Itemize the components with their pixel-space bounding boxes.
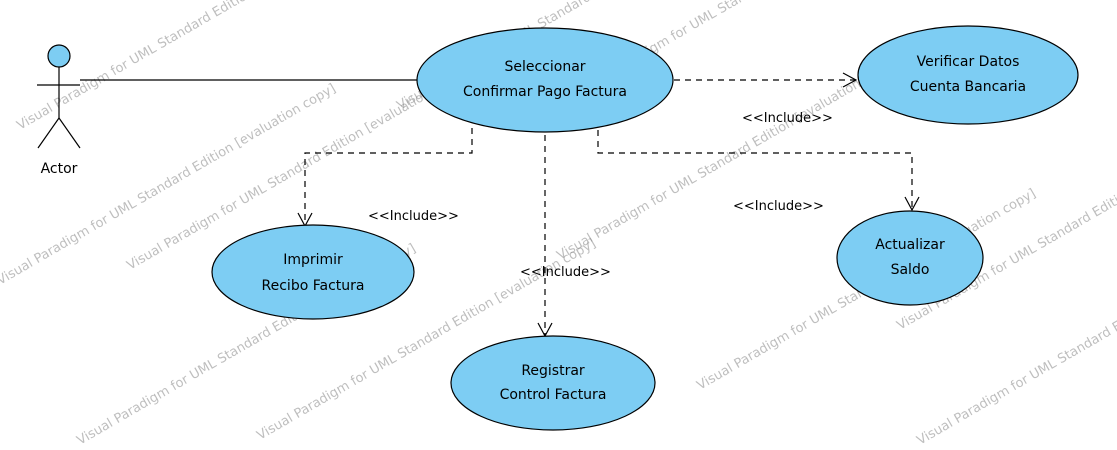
use-case-title-line1: Registrar (521, 363, 585, 379)
include-label-print: <<Include>> (368, 209, 459, 224)
include-arrow-update (597, 130, 920, 212)
use-case-ellipse (416, 27, 674, 133)
watermark-text: Visual Paradigm for UML Standard Edition… (15, 0, 359, 133)
use-case-title-line1: Seleccionar (504, 59, 585, 75)
use-case-title-line1: Verificar Datos (917, 54, 1020, 70)
use-case-seleccionar-confirmar-pago[interactable]: Seleccionar Confirmar Pago Factura (416, 27, 674, 133)
use-case-ellipse (857, 25, 1079, 125)
include-label-update: <<Include>> (733, 199, 824, 214)
use-case-verificar-datos[interactable]: Verificar Datos Cuenta Bancaria (857, 25, 1079, 125)
actor-left-leg (37, 117, 60, 149)
use-case-title-line2: Saldo (891, 262, 930, 278)
use-case-title-line1: Actualizar (875, 237, 945, 253)
use-case-title-line2: Recibo Factura (262, 278, 365, 294)
use-case-ellipse (211, 224, 415, 320)
include-arrow-print (297, 128, 473, 228)
use-case-actualizar-saldo[interactable]: Actualizar Saldo (836, 210, 984, 306)
actor-head (47, 44, 71, 68)
use-case-ellipse (450, 335, 656, 431)
use-case-registrar-control[interactable]: Registrar Control Factura (450, 335, 656, 431)
actor-right-leg (58, 117, 81, 149)
use-case-title-line2: Control Factura (500, 387, 607, 403)
actor[interactable]: Actor (37, 44, 81, 177)
use-case-ellipse (836, 210, 984, 306)
use-case-title-line1: Imprimir (283, 252, 343, 268)
use-case-title-line2: Confirmar Pago Factura (463, 84, 627, 100)
use-case-title-line2: Cuenta Bancaria (910, 79, 1026, 95)
use-case-imprimir-recibo[interactable]: Imprimir Recibo Factura (211, 224, 415, 320)
include-label-register: <<Include>> (520, 265, 611, 280)
include-label-verify: <<Include>> (742, 111, 833, 126)
actor-label: Actor (41, 161, 78, 177)
